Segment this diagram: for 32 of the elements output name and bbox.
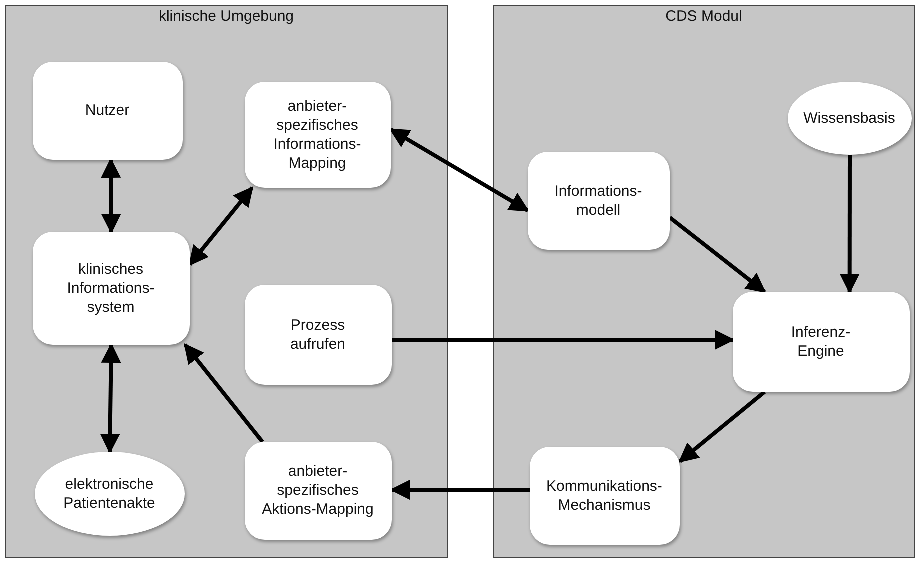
node-label: anbieter-spezifisches Aktions-Mapping (261, 462, 375, 519)
panel-title: CDS Modul (664, 8, 744, 25)
arrow (668, 216, 766, 294)
arrow (390, 480, 530, 500)
arrow (100, 343, 122, 454)
process-box (32, 62, 182, 160)
process-box (244, 82, 390, 188)
group-panel (5, 5, 448, 558)
arrow (184, 343, 264, 444)
node-label: Nutzer (84, 101, 131, 120)
node-label: elektronische Patientenakte (62, 474, 156, 512)
arrow (678, 390, 766, 464)
arrow (840, 155, 860, 294)
arrow (101, 158, 122, 234)
node-label: Wissensbasis (802, 108, 896, 128)
panel-title: klinische Umgebung (158, 8, 296, 25)
node-label: Inferenz-Engine (790, 322, 852, 360)
process-box (244, 284, 392, 384)
arrow (392, 330, 735, 350)
process-box (32, 232, 190, 344)
node-label: Informations-modell (554, 182, 644, 220)
arrow (188, 186, 254, 266)
group-panel (493, 5, 915, 558)
process-box (244, 442, 392, 540)
node-label: klinisches Informations-system (66, 260, 156, 316)
node-label: anbieter-spezifisches Informations-Mapping (272, 96, 362, 172)
process-box (530, 446, 680, 544)
arrow (389, 128, 530, 213)
node-label: Prozess aufrufen (289, 316, 347, 354)
node-label: Kommunikations-Mechanismus (546, 476, 664, 514)
process-box (732, 292, 910, 392)
process-box (528, 152, 670, 250)
